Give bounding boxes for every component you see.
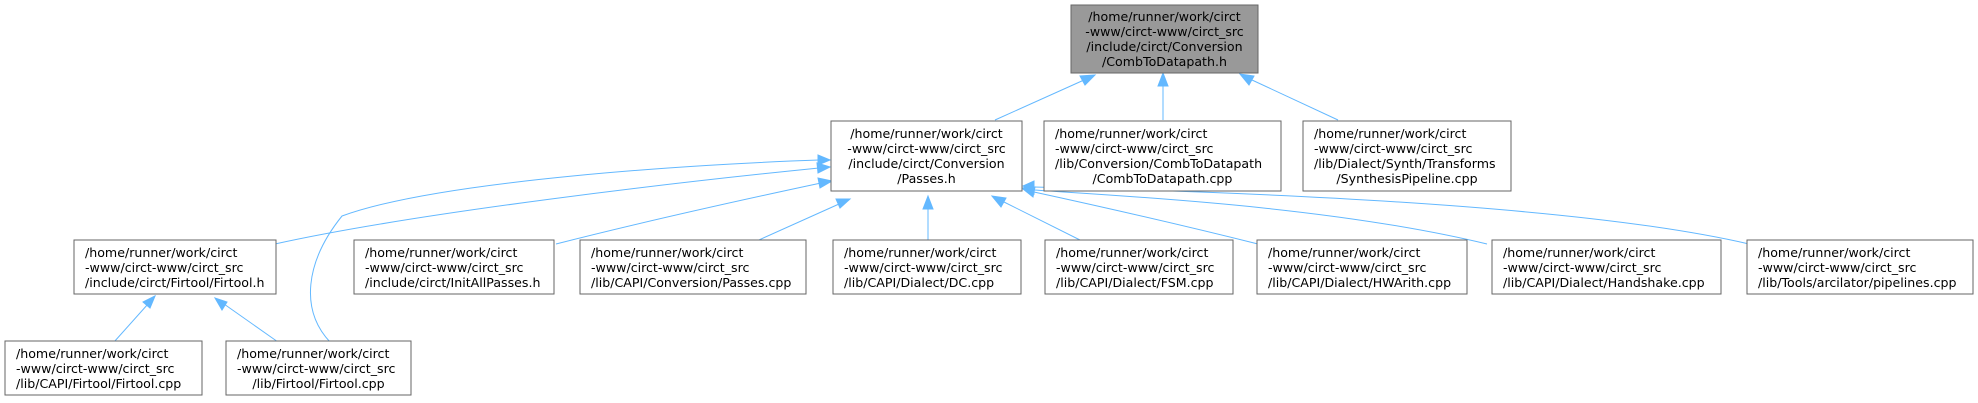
node-line: /home/runner/work/circt [365, 245, 517, 260]
edge-passes-to-root [994, 74, 1097, 121]
edge-firtool-cpp-to-firtool-h [213, 297, 279, 343]
edge-capi-conv-to-passes [749, 198, 852, 245]
node-init-all-passes-h[interactable]: /home/runner/work/circt -www/circt-www/c… [353, 239, 555, 295]
edge-capi-hwarith-to-passes [1021, 186, 1259, 245]
node-line: -www/circt-www/circt_src [591, 260, 750, 275]
node-line: /lib/CAPI/Dialect/DC.cpp [844, 275, 994, 290]
node-line: /lib/Dialect/Synth/Transforms [1314, 156, 1496, 171]
edge-initall-to-passes [555, 177, 834, 245]
node-line: /include/circt/Conversion [1086, 39, 1242, 54]
node-passes-h[interactable]: /home/runner/work/circt -www/circt-www/c… [830, 120, 1023, 192]
edge-firtool-h-to-passes [274, 162, 832, 245]
edge-capi-dc-to-passes [922, 194, 934, 244]
node-line: /lib/CAPI/Conversion/Passes.cpp [591, 275, 791, 290]
node-line: /lib/CAPI/Dialect/FSM.cpp [1056, 275, 1214, 290]
node-firtool-h[interactable]: /home/runner/work/circt -www/circt-www/c… [73, 239, 277, 295]
node-line: /home/runner/work/circt [237, 346, 389, 361]
edge-capi-fsm-to-passes [990, 195, 1089, 245]
node-line: /home/runner/work/circt [1758, 245, 1910, 260]
node-capi-dialect-handshake-cpp[interactable]: /home/runner/work/circt -www/circt-www/c… [1491, 239, 1722, 295]
edge-synth-cpp-to-root [1238, 73, 1339, 121]
node-line: /home/runner/work/circt [1056, 245, 1208, 260]
node-firtool-cpp[interactable]: /home/runner/work/circt -www/circt-www/c… [225, 340, 412, 396]
node-capi-dialect-hwarith-cpp[interactable]: /home/runner/work/circt -www/circt-www/c… [1256, 239, 1468, 295]
node-capi-dialect-fsm-cpp[interactable]: /home/runner/work/circt -www/circt-www/c… [1044, 239, 1234, 295]
node-line: /home/runner/work/circt [85, 245, 237, 260]
node-line: -www/circt-www/circt_src [237, 361, 396, 376]
node-line: /home/runner/work/circt [850, 126, 1002, 141]
node-line: -www/circt-www/circt_src [844, 260, 1003, 275]
node-line: /home/runner/work/circt [1055, 126, 1207, 141]
node-line: /home/runner/work/circt [1503, 245, 1655, 260]
node-line: /Passes.h [897, 171, 955, 186]
node-capi-dialect-dc-cpp[interactable]: /home/runner/work/circt -www/circt-www/c… [832, 239, 1022, 295]
node-line: -www/circt-www/circt_src [1314, 141, 1473, 156]
node-arcilator-pipelines-cpp[interactable]: /home/runner/work/circt -www/circt-www/c… [1746, 239, 1974, 295]
node-synthesis-pipeline-cpp[interactable]: /home/runner/work/circt -www/circt-www/c… [1302, 120, 1512, 192]
node-capi-firtool-cpp[interactable]: /home/runner/work/circt -www/circt-www/c… [4, 340, 203, 396]
node-line: /lib/CAPI/Dialect/Handshake.cpp [1503, 275, 1705, 290]
node-line: -www/circt-www/circt_src [16, 361, 175, 376]
node-line: /include/circt/Conversion [848, 156, 1004, 171]
node-line: /SynthesisPipeline.cpp [1336, 171, 1477, 186]
node-line: -www/circt-www/circt_src [1085, 24, 1244, 39]
edge-comb-cpp-to-root [1157, 71, 1169, 120]
node-line: /home/runner/work/circt [844, 245, 996, 260]
node-line: /home/runner/work/circt [1268, 245, 1420, 260]
node-line: -www/circt-www/circt_src [1503, 260, 1662, 275]
node-comb-to-datapath-h[interactable]: /home/runner/work/circt -www/circt-www/c… [1070, 4, 1259, 74]
node-line: /CombToDatapath.h [1102, 54, 1227, 69]
node-capi-conversion-passes-cpp[interactable]: /home/runner/work/circt -www/circt-www/c… [579, 239, 807, 295]
node-line: -www/circt-www/circt_src [1056, 260, 1215, 275]
node-line: /lib/CAPI/Firtool/Firtool.cpp [16, 376, 181, 391]
node-line: /CombToDatapath.cpp [1093, 171, 1233, 186]
node-line: /home/runner/work/circt [1314, 126, 1466, 141]
node-line: -www/circt-www/circt_src [1758, 260, 1917, 275]
node-line: -www/circt-www/circt_src [1268, 260, 1427, 275]
node-line: /include/circt/InitAllPasses.h [365, 275, 540, 290]
node-line: -www/circt-www/circt_src [847, 141, 1006, 156]
node-line: /home/runner/work/circt [1088, 9, 1240, 24]
edge-firtool-cpp-to-passes [310, 154, 832, 343]
node-line: /lib/Firtool/Firtool.cpp [252, 376, 384, 391]
edge-capi-handshake-to-passes [1021, 183, 1488, 245]
node-line: -www/circt-www/circt_src [85, 260, 244, 275]
edge-capi-firtool-to-firtool-h [113, 294, 156, 343]
node-line: /lib/Conversion/CombToDatapath [1055, 156, 1262, 171]
node-comb-to-datapath-cpp[interactable]: /home/runner/work/circt -www/circt-www/c… [1043, 120, 1282, 192]
node-line: -www/circt-www/circt_src [1055, 141, 1214, 156]
node-line: /lib/Tools/arcilator/pipelines.cpp [1758, 275, 1957, 290]
node-line: /home/runner/work/circt [591, 245, 743, 260]
node-line: -www/circt-www/circt_src [365, 260, 524, 275]
node-line: /lib/CAPI/Dialect/HWArith.cpp [1268, 275, 1451, 290]
node-line: /include/circt/Firtool/Firtool.h [85, 275, 264, 290]
node-line: /home/runner/work/circt [16, 346, 168, 361]
